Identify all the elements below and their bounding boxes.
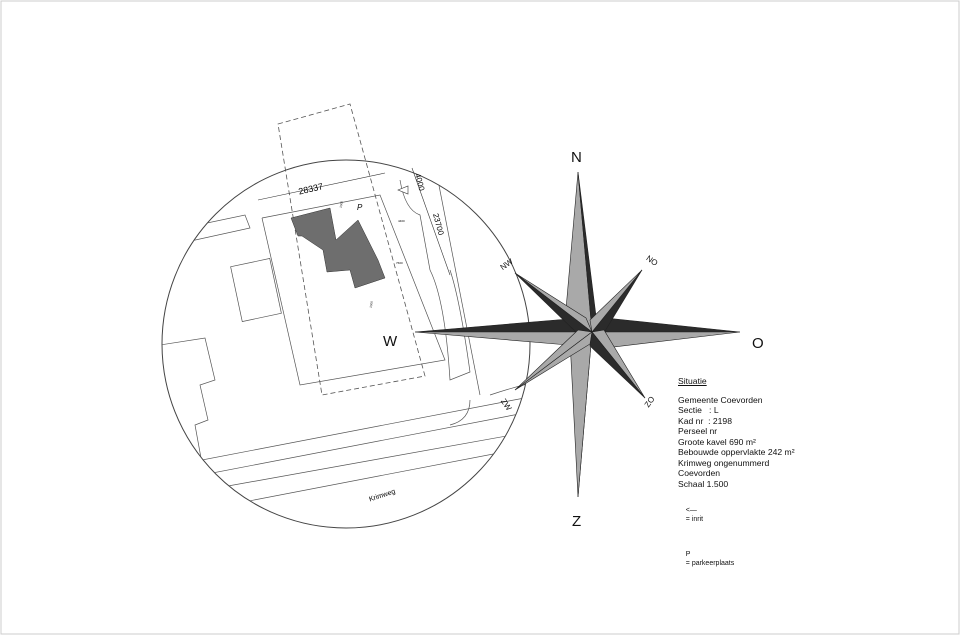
- legend-line: Kad nr : 2198: [678, 415, 732, 426]
- site-circle: [161, 159, 531, 529]
- compass-west: W: [383, 333, 398, 350]
- compass-south: Z: [572, 513, 581, 530]
- legend-line: Groote kavel 690 m²: [678, 436, 756, 447]
- parking-marker: P: [357, 203, 363, 212]
- compass-northwest: NW: [499, 257, 515, 272]
- plot-boundary: [277, 103, 426, 396]
- legend-line: Gemeente Coevorden: [678, 394, 763, 405]
- dim-depth: 23700: [431, 212, 446, 236]
- parking-label: = parkeerplaats: [685, 560, 735, 567]
- legend: Situatie Gemeente Coevorden Sectie : L K…: [678, 376, 795, 577]
- legend-line: Schaal 1.500: [678, 478, 729, 489]
- legend-entry-row: <— = inrit: [678, 497, 795, 533]
- dim-entry: 4000: [413, 172, 426, 192]
- dim-small: 4400: [398, 219, 405, 223]
- entry-arrow-icon: <—: [685, 507, 697, 514]
- parking-symbol: P: [685, 551, 691, 558]
- legend-line: Coevorden: [678, 468, 721, 478]
- legend-line: Sectie : L: [678, 405, 719, 415]
- dim-width: 28337: [297, 181, 324, 196]
- building: [290, 207, 386, 289]
- entry-label: = inrit: [685, 516, 704, 523]
- dim-small: 7600: [396, 261, 403, 265]
- compass-east: O: [752, 335, 764, 352]
- legend-parking-row: P = parkeerplaats: [678, 541, 795, 577]
- compass-rose: [414, 171, 741, 498]
- legend-line: Krimweg ongenummerd: [678, 457, 770, 468]
- compass-southeast: ZO: [643, 395, 657, 409]
- compass-north: N: [571, 149, 582, 166]
- dimension-lines: [257, 167, 451, 276]
- legend-line: Perseel nr: [678, 426, 718, 436]
- street-name: Krimweg: [368, 488, 396, 503]
- dim-small: 1000: [339, 201, 344, 209]
- legend-title: Situatie: [678, 376, 707, 386]
- dim-small: 1000: [369, 301, 374, 309]
- legend-line: Bebouwde oppervlakte 242 m²: [678, 447, 795, 457]
- compass-northeast: NO: [644, 254, 659, 268]
- compass-southwest: ZW: [499, 397, 514, 413]
